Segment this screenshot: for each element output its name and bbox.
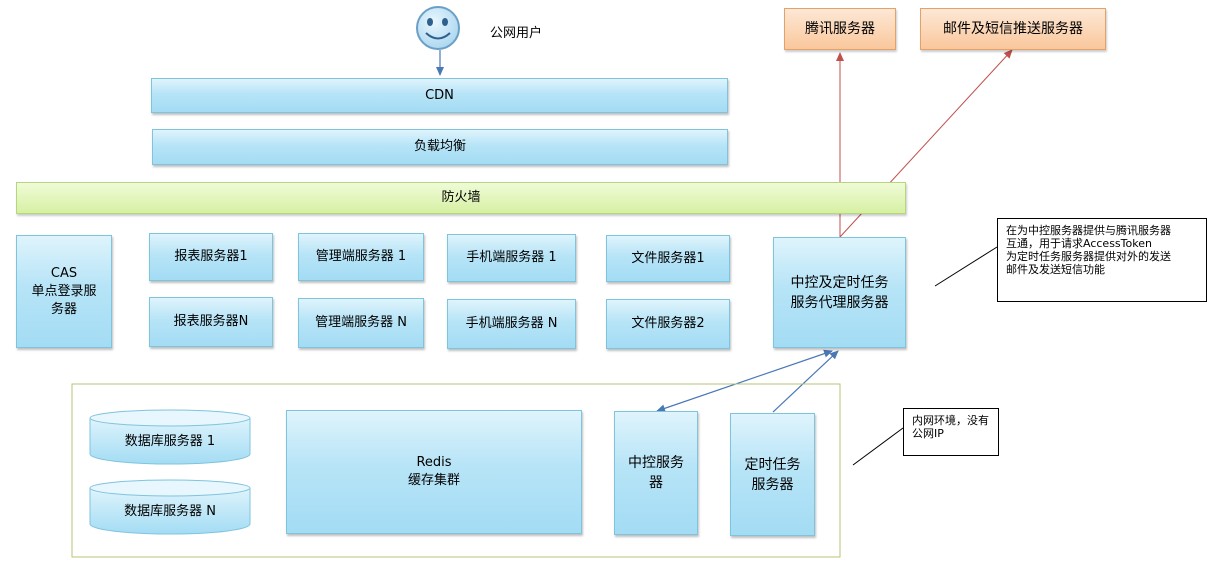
smiley-user-icon	[416, 6, 460, 50]
firewall-layer: 防火墙	[16, 182, 906, 214]
database-server-1-cylinder	[89, 409, 251, 465]
cas-sso-server: CAS 单点登录服 务器	[16, 235, 112, 348]
intranet-zone	[71, 383, 841, 558]
redis-cache-cluster: Redis 缓存集群	[286, 410, 582, 534]
mail-sms-server-box: 邮件及短信推送服务器	[920, 8, 1106, 50]
control-server: 中控服务 器	[614, 411, 698, 535]
admin-server-1: 管理端服务器 1	[298, 233, 424, 281]
tencent-server-box: 腾讯服务器	[784, 8, 896, 50]
file-server-2: 文件服务器2	[606, 299, 730, 349]
cdn-layer: CDN	[151, 78, 728, 113]
intranet-note-pointer	[852, 427, 904, 466]
proxy-note-pointer	[934, 246, 998, 287]
scheduler-server: 定时任务 服务器	[730, 413, 815, 536]
database-server-n-cylinder	[89, 479, 251, 535]
admin-server-n: 管理端服务器 N	[298, 298, 424, 348]
public-user-label: 公网用户	[490, 26, 543, 41]
mobile-server-n: 手机端服务器 N	[447, 299, 576, 349]
report-server-n: 报表服务器N	[149, 297, 273, 347]
scheduler-to-proxy-arrow	[772, 350, 839, 413]
proxy-note: 在为中控服务器提供与腾讯服务器 互通，用于请求AccessToken 为定时任务…	[997, 218, 1207, 302]
load-balancer-layer: 负载均衡	[152, 129, 728, 165]
database-server-1-label: 数据库服务器 1	[124, 433, 216, 449]
control-scheduler-proxy-server: 中控及定时任务 服务代理服务器	[773, 237, 906, 348]
intranet-note: 内网环境，没有 公网IP	[903, 408, 999, 456]
report-server-1: 报表服务器1	[149, 233, 273, 281]
proxy-control-arrow	[656, 349, 833, 413]
mobile-server-1: 手机端服务器 1	[447, 234, 576, 282]
file-server-1: 文件服务器1	[606, 235, 730, 282]
database-server-n-label: 数据库服务器 N	[124, 503, 216, 519]
